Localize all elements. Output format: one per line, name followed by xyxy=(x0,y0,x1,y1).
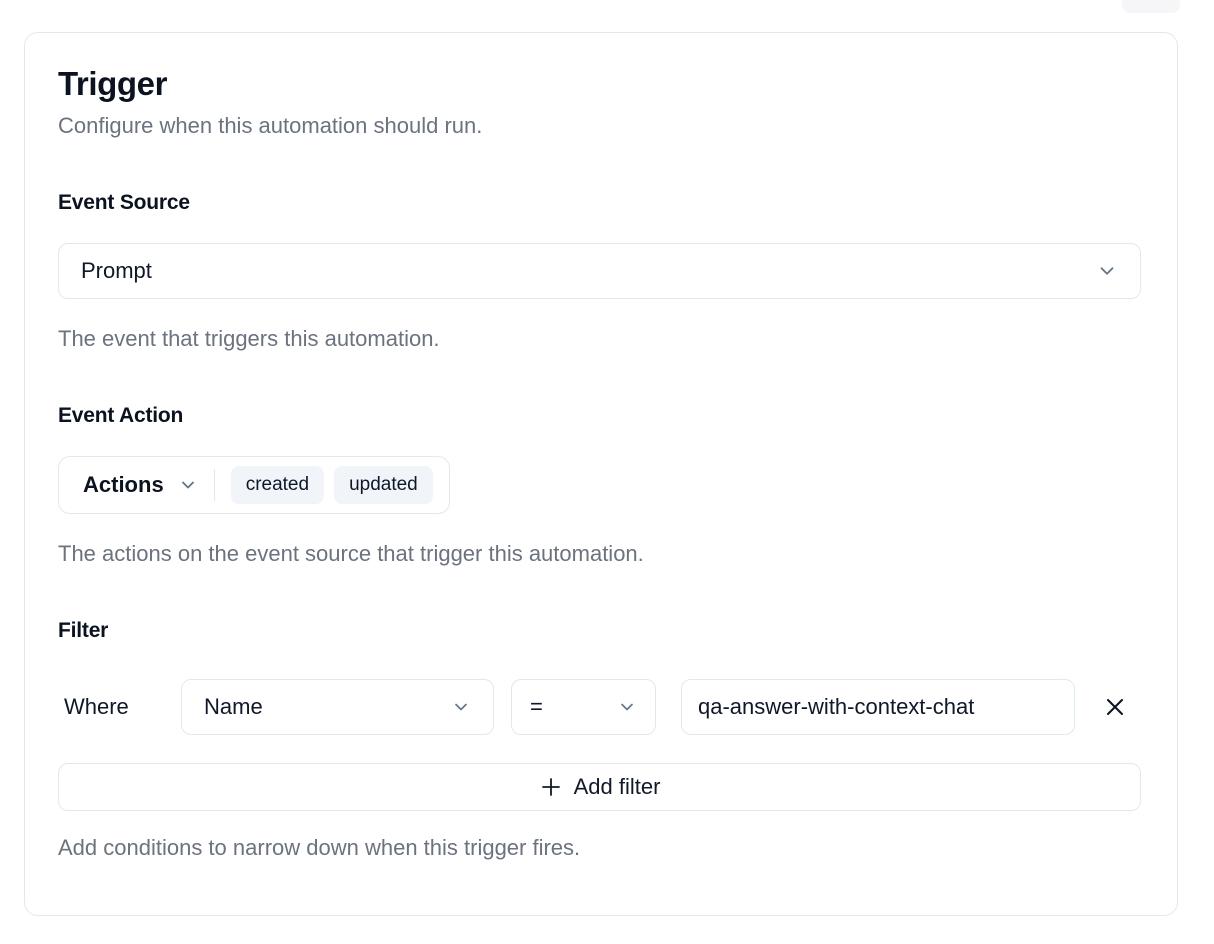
event-action-label: Event Action xyxy=(58,403,184,427)
action-chip-updated[interactable]: updated xyxy=(334,465,433,504)
filter-operator-selected-value: = xyxy=(530,693,543,719)
add-filter-label: Add filter xyxy=(573,773,661,799)
filter-field-selected-value: Name xyxy=(204,693,263,719)
event-source-select[interactable]: Prompt xyxy=(58,242,1141,299)
filter-group: Filter Where Name = Add filter Add condi… xyxy=(58,619,1141,861)
add-filter-button[interactable]: Add filter xyxy=(58,762,1141,811)
event-action-helper: The actions on the event source that tri… xyxy=(58,540,644,566)
event-source-group: Event Source Prompt The event that trigg… xyxy=(58,191,1141,352)
event-action-group: Event Action Actions created updated The… xyxy=(58,404,1141,567)
filter-helper: Add conditions to narrow down when this … xyxy=(58,834,581,860)
plus-icon xyxy=(541,778,560,796)
filter-condition-row: Where Name = xyxy=(58,678,1141,735)
remove-filter-button[interactable] xyxy=(1089,681,1141,733)
event-source-helper: The event that triggers this automation. xyxy=(58,325,440,351)
where-label: Where xyxy=(64,693,129,719)
partial-offscreen-element xyxy=(1122,0,1180,13)
actions-dropdown-label: Actions xyxy=(83,471,164,497)
selected-action-chips: created updated xyxy=(230,465,433,504)
chevron-down-icon xyxy=(455,703,467,711)
actions-dropdown-trigger[interactable]: Actions xyxy=(83,472,198,498)
action-chip-created[interactable]: created xyxy=(230,465,325,504)
divider xyxy=(213,468,215,501)
close-icon xyxy=(1107,698,1123,715)
page-title: Trigger xyxy=(58,65,168,102)
filter-field-select[interactable]: Name xyxy=(181,678,494,735)
event-action-box: Actions created updated xyxy=(58,455,450,514)
trigger-card: Trigger Configure when this automation s… xyxy=(24,32,1178,916)
page-subtitle: Configure when this automation should ru… xyxy=(58,112,483,138)
event-source-label: Event Source xyxy=(58,190,190,214)
filter-value-input[interactable] xyxy=(681,678,1075,735)
chevron-down-icon xyxy=(181,481,194,489)
event-source-selected-value: Prompt xyxy=(81,257,152,283)
filter-label: Filter xyxy=(58,618,109,642)
chevron-down-icon xyxy=(621,703,633,711)
chevron-down-icon xyxy=(1100,267,1114,275)
filter-operator-select[interactable]: = xyxy=(511,678,656,735)
